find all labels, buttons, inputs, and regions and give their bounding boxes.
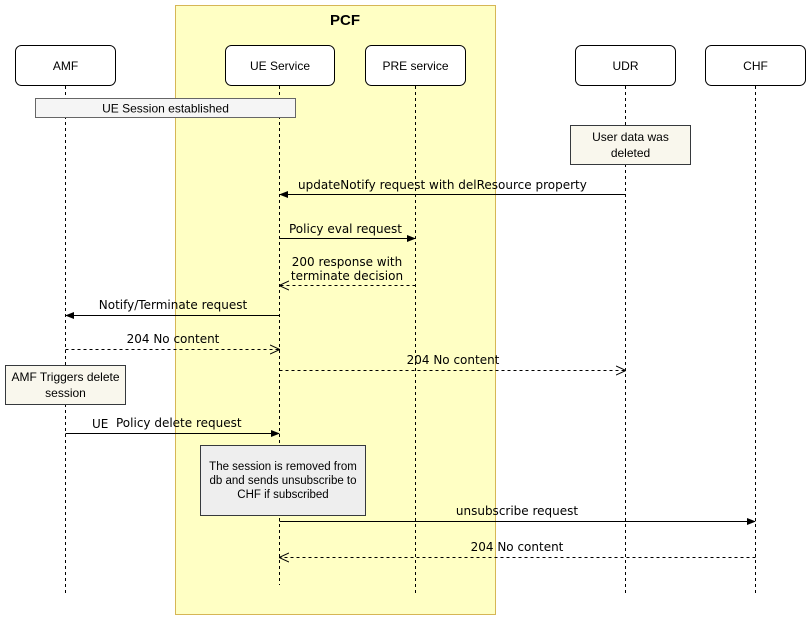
msg-unsubscribe-label: unsubscribe request [456,504,579,518]
msg-200-response-line2: terminate decision [291,269,403,283]
pcf-group-title: PCF [330,12,360,29]
msg-policy-eval-label: Policy eval request [289,222,402,236]
participant-ue-service-label: UE Service [250,59,310,73]
msg-204-chf-label: 204 No content [471,540,564,554]
msg-200-response-line1: 200 response with [292,255,403,269]
participant-ue-service: UE Service [225,45,335,86]
msg-policy-delete-prefix: UE [92,417,108,431]
participant-chf-label: CHF [743,59,768,73]
participant-chf: CHF [705,45,806,86]
note-session-removed: The session is removed from db and sends… [200,445,366,516]
note-amf-triggers-delete: AMF Triggers delete session [5,365,126,405]
note-ue-session-text: UE Session established [102,102,229,116]
participant-udr: UDR [575,45,676,86]
note-session-removed-line3: CHF if subscribed [237,489,328,501]
note-amf-triggers-line2: session [45,386,86,400]
participant-amf: AMF [15,45,116,86]
note-amf-triggers-line1: AMF Triggers delete [11,370,119,384]
msg-204-amf-label: 204 No content [127,332,220,346]
note-user-data-deleted: User data was deleted [570,125,691,165]
participant-amf-label: AMF [53,59,78,73]
msg-204-udr-label: 204 No content [407,353,500,367]
msg-notify-terminate-label: Notify/Terminate request [99,298,248,312]
note-session-removed-line1: The session is removed from [209,461,357,473]
participant-pre-service-label: PRE service [382,59,448,73]
msg-policy-delete-label: Policy delete request [116,416,242,430]
msg-update-notify-label: updateNotify request with delResource pr… [298,178,587,192]
note-ue-session-established: UE Session established [35,98,296,118]
note-session-removed-line2: db and sends unsubscribe to [209,475,356,487]
note-user-data-line2: deleted [611,146,650,160]
note-user-data-line1: User data was [592,130,669,144]
participant-udr-label: UDR [613,59,639,73]
participant-pre-service: PRE service [365,45,466,86]
